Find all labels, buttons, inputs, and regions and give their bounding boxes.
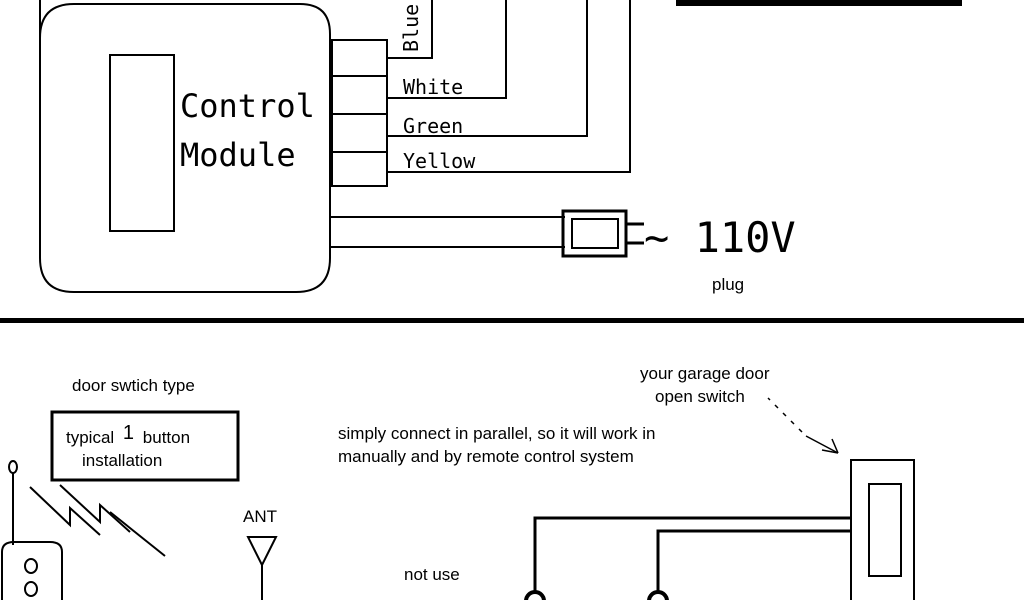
installation-box-number: 1 xyxy=(123,422,134,444)
module-label-line2: Module xyxy=(180,136,296,174)
green-wire xyxy=(387,0,588,137)
pointer-arrow xyxy=(767,397,839,454)
parallel-note-line1: simply connect in parallel, so it will w… xyxy=(338,424,655,443)
top-right-bar xyxy=(676,0,962,6)
wire-label-blue: Blue xyxy=(399,4,423,52)
parallel-note-line2: manually and by remote control system xyxy=(338,447,634,466)
wire-label-green: Green xyxy=(403,114,463,138)
installation-box-word-button: button xyxy=(143,428,190,447)
signal-wave xyxy=(109,511,166,557)
remote-body xyxy=(1,541,63,600)
voltage-label: ~ 110V xyxy=(644,213,796,262)
panel-divider xyxy=(0,318,1024,323)
installation-box-line2: installation xyxy=(82,451,162,470)
control-module-inner-panel xyxy=(109,54,175,232)
not-use-label: not use xyxy=(404,565,460,584)
white-wire xyxy=(387,0,507,99)
remote-button xyxy=(24,558,38,574)
terminal xyxy=(524,590,669,600)
plug-label: plug xyxy=(712,275,744,294)
garage-switch-label-line2: open switch xyxy=(655,387,745,406)
signal-wave xyxy=(29,486,101,536)
garage-switch-label-line1: your garage door xyxy=(640,364,770,383)
remote-antenna-tip xyxy=(8,460,18,474)
module-label-line1: Control xyxy=(180,87,315,125)
connector-block xyxy=(331,39,388,187)
installation-box-word-typical: typical xyxy=(66,428,114,447)
garage-door-switch xyxy=(850,459,915,600)
signal-wave xyxy=(59,484,131,533)
remote-button xyxy=(24,581,38,597)
control-module-body xyxy=(39,0,331,293)
antenna-label: ANT xyxy=(243,507,277,526)
wire-label-white: White xyxy=(403,75,463,99)
antenna-icon xyxy=(246,536,278,600)
installation-box-line1: typical 1 button xyxy=(66,422,190,447)
plug-body xyxy=(561,209,628,258)
parallel-wires xyxy=(533,516,851,592)
wire-label-yellow: Yellow xyxy=(403,149,476,173)
switch-type-title: door swtich type xyxy=(72,376,195,395)
radio-signal xyxy=(29,484,166,557)
plug-inner xyxy=(571,218,619,249)
installation-box xyxy=(50,410,240,482)
top-panel xyxy=(39,0,644,293)
garage-switch-button xyxy=(868,483,902,577)
yellow-wire xyxy=(387,0,631,173)
blue-wire xyxy=(387,0,433,59)
remote-transmitter xyxy=(1,460,63,600)
